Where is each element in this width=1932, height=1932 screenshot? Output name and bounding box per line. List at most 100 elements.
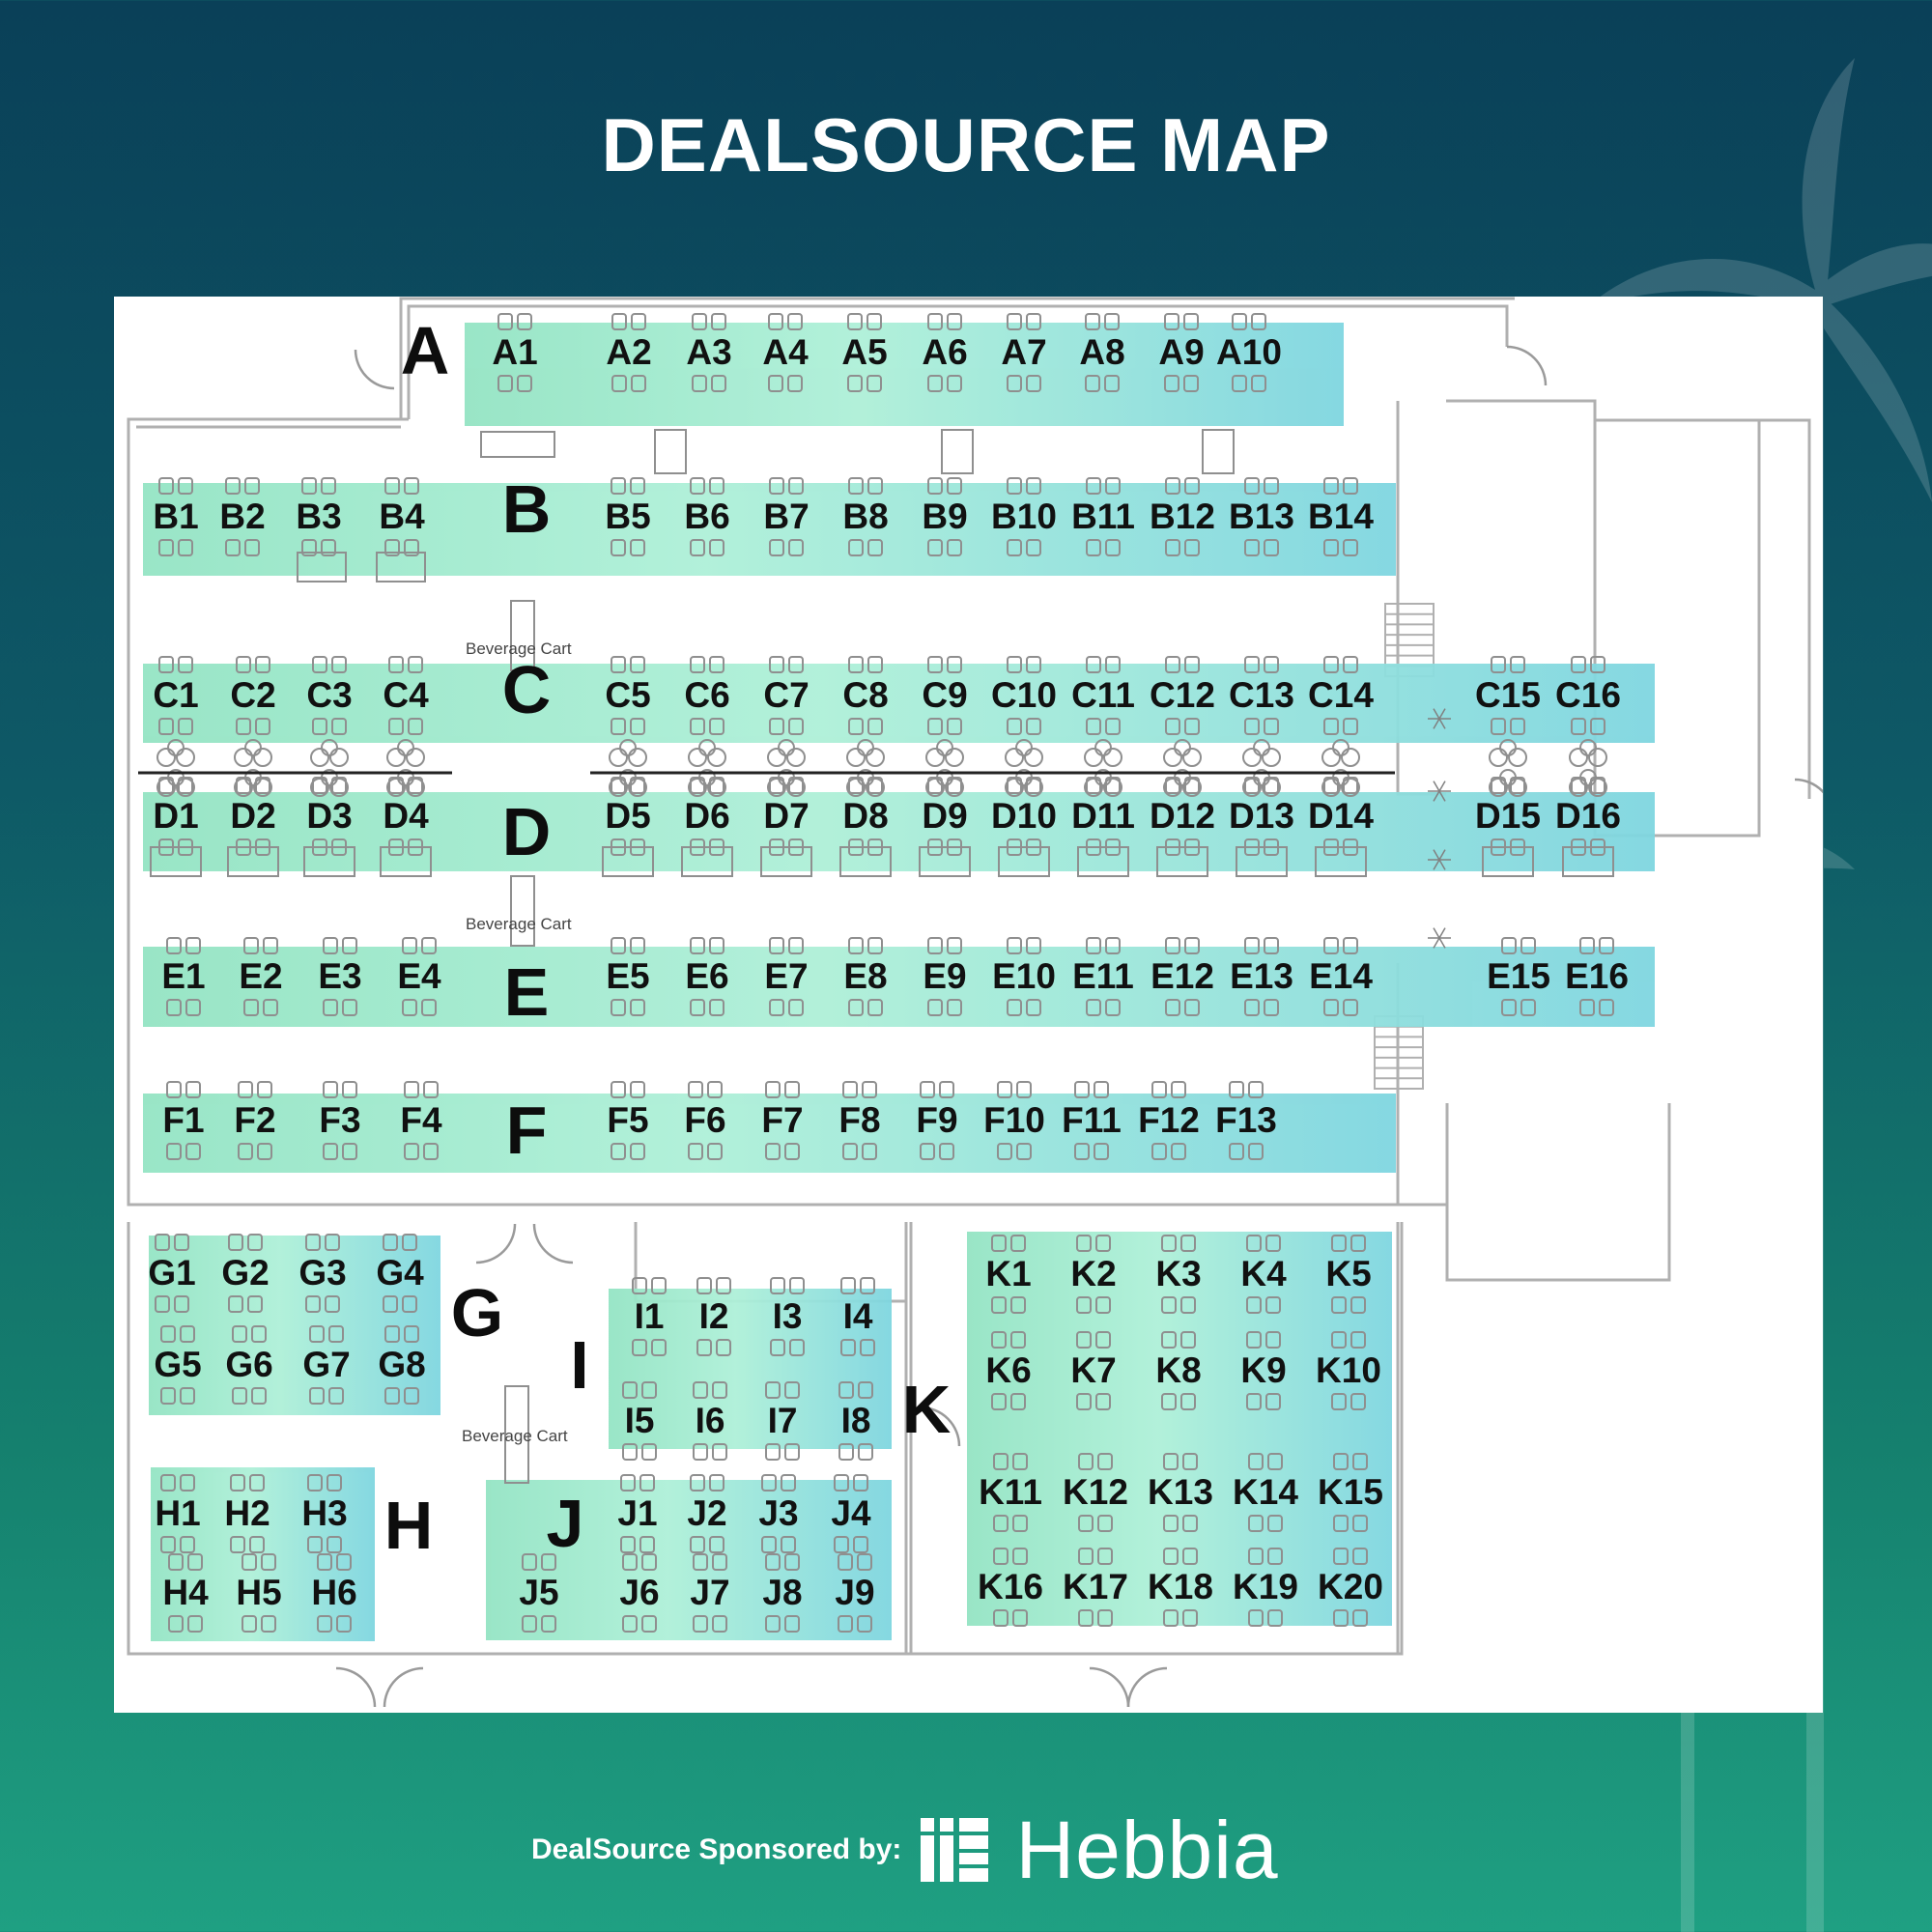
plant-icon: [1433, 708, 1440, 720]
table-label-i6: I6: [696, 1401, 725, 1440]
table-label-c13: C13: [1229, 675, 1294, 715]
zone-a: [465, 323, 1344, 426]
table-label-e6: E6: [685, 956, 728, 996]
table-label-k19: K19: [1233, 1567, 1298, 1606]
table-label-c3: C3: [306, 675, 352, 715]
table-label-c2: C2: [230, 675, 275, 715]
table-label-b6: B6: [684, 497, 729, 536]
table-label-i1: I1: [635, 1296, 665, 1336]
sponsor-footer: DealSource Sponsored by: Hebbia: [531, 1804, 1449, 1895]
table-label-g2: G2: [221, 1253, 269, 1293]
table-label-c5: C5: [605, 675, 650, 715]
plant-icon: [1438, 927, 1446, 939]
table-label-j4: J4: [831, 1493, 871, 1533]
table-label-k6: K6: [985, 1350, 1031, 1390]
table-label-g8: G8: [378, 1345, 425, 1384]
table-label-f1: F1: [162, 1100, 204, 1140]
table-label-d8: D8: [842, 796, 888, 836]
page-title: DEALSOURCE MAP: [601, 102, 1331, 187]
table-label-d15: D15: [1475, 796, 1541, 836]
plant-icon: [1438, 708, 1446, 720]
table-label-a10: A10: [1216, 332, 1282, 372]
plant-icon: [1433, 859, 1440, 870]
table-label-k7: K7: [1070, 1350, 1116, 1390]
table-label-a3: A3: [686, 332, 731, 372]
table-label-k5: K5: [1325, 1254, 1371, 1293]
table-label-c6: C6: [684, 675, 729, 715]
table-label-j9: J9: [835, 1573, 874, 1612]
table-label-e16: E16: [1565, 956, 1629, 996]
table-label-b3: B3: [296, 497, 341, 536]
table-label-f9: F9: [916, 1100, 957, 1140]
table-label-c11: C11: [1071, 675, 1135, 715]
table-label-h5: H5: [236, 1573, 281, 1612]
plant-icon: [1438, 718, 1446, 729]
row-letter-j: J: [547, 1486, 584, 1561]
table-label-c8: C8: [842, 675, 888, 715]
table-label-g1: G1: [148, 1253, 195, 1293]
table-label-d6: D6: [684, 796, 729, 836]
table-label-f10: F10: [983, 1100, 1045, 1140]
sponsor-text: DealSource Sponsored by:: [531, 1833, 902, 1865]
table-label-i5: I5: [625, 1401, 655, 1440]
table-label-h3: H3: [301, 1493, 347, 1533]
table-label-k17: K17: [1063, 1567, 1128, 1606]
beverage-cart-label: Beverage Cart: [462, 1427, 568, 1445]
table-label-g7: G7: [302, 1345, 350, 1384]
plant-icon: [1433, 937, 1440, 949]
table-label-b4: B4: [379, 497, 425, 536]
table-label-f6: F6: [684, 1100, 725, 1140]
plant-icon: [1433, 849, 1440, 861]
table-label-e12: E12: [1151, 956, 1214, 996]
plant-icon: [1438, 849, 1446, 861]
row-letter-a: A: [401, 313, 450, 388]
table-label-d14: D14: [1308, 796, 1374, 836]
table-label-d7: D7: [763, 796, 809, 836]
table-label-a6: A6: [922, 332, 967, 372]
table-label-c12: C12: [1150, 675, 1215, 715]
table-label-k11: K11: [979, 1472, 1042, 1512]
table-label-k16: K16: [978, 1567, 1043, 1606]
table-label-i3: I3: [773, 1296, 803, 1336]
table-label-f2: F2: [234, 1100, 275, 1140]
floor-plan-svg: Beverage Cart Beverage Cart Beverage Car…: [127, 297, 1835, 1708]
table-label-i2: I2: [699, 1296, 729, 1336]
table-label-j7: J7: [690, 1573, 729, 1612]
table-label-a8: A8: [1079, 332, 1124, 372]
table-label-a9: A9: [1158, 332, 1204, 372]
table-label-k13: K13: [1148, 1472, 1213, 1512]
table-label-k20: K20: [1318, 1567, 1383, 1606]
table-label-f12: F12: [1138, 1100, 1200, 1140]
table-label-k14: K14: [1233, 1472, 1298, 1512]
table-label-e9: E9: [923, 956, 966, 996]
table-label-e10: E10: [992, 956, 1056, 996]
table-label-e4: E4: [397, 956, 441, 996]
table-label-g4: G4: [376, 1253, 424, 1293]
table-label-e8: E8: [843, 956, 887, 996]
table-label-e2: E2: [239, 956, 282, 996]
table-label-c15: C15: [1475, 675, 1541, 715]
table-label-e5: E5: [606, 956, 649, 996]
table-label-j1: J1: [617, 1493, 657, 1533]
beverage-carts: [504, 600, 535, 1484]
row-letter-k: K: [902, 1372, 952, 1447]
beverage-cart-label: Beverage Cart: [466, 639, 572, 658]
table-label-d12: D12: [1150, 796, 1215, 836]
table-label-c4: C4: [383, 675, 429, 715]
zones: [143, 323, 1655, 1641]
table-label-h6: H6: [311, 1573, 356, 1612]
table-label-k10: K10: [1316, 1350, 1381, 1390]
plant-icon: [1438, 859, 1446, 870]
table-label-b7: B7: [763, 497, 809, 536]
plant-icon: [1433, 927, 1440, 939]
zone-b: [143, 483, 1396, 576]
plant-icon: [1438, 790, 1446, 802]
table-label-e1: E1: [161, 956, 205, 996]
table-label-b1: B1: [153, 497, 198, 536]
table-label-f5: F5: [607, 1100, 648, 1140]
table-label-d1: D1: [153, 796, 198, 836]
plant-icon: [1433, 718, 1440, 729]
zone-e: [143, 947, 1655, 1027]
table-label-k15: K15: [1318, 1472, 1383, 1512]
